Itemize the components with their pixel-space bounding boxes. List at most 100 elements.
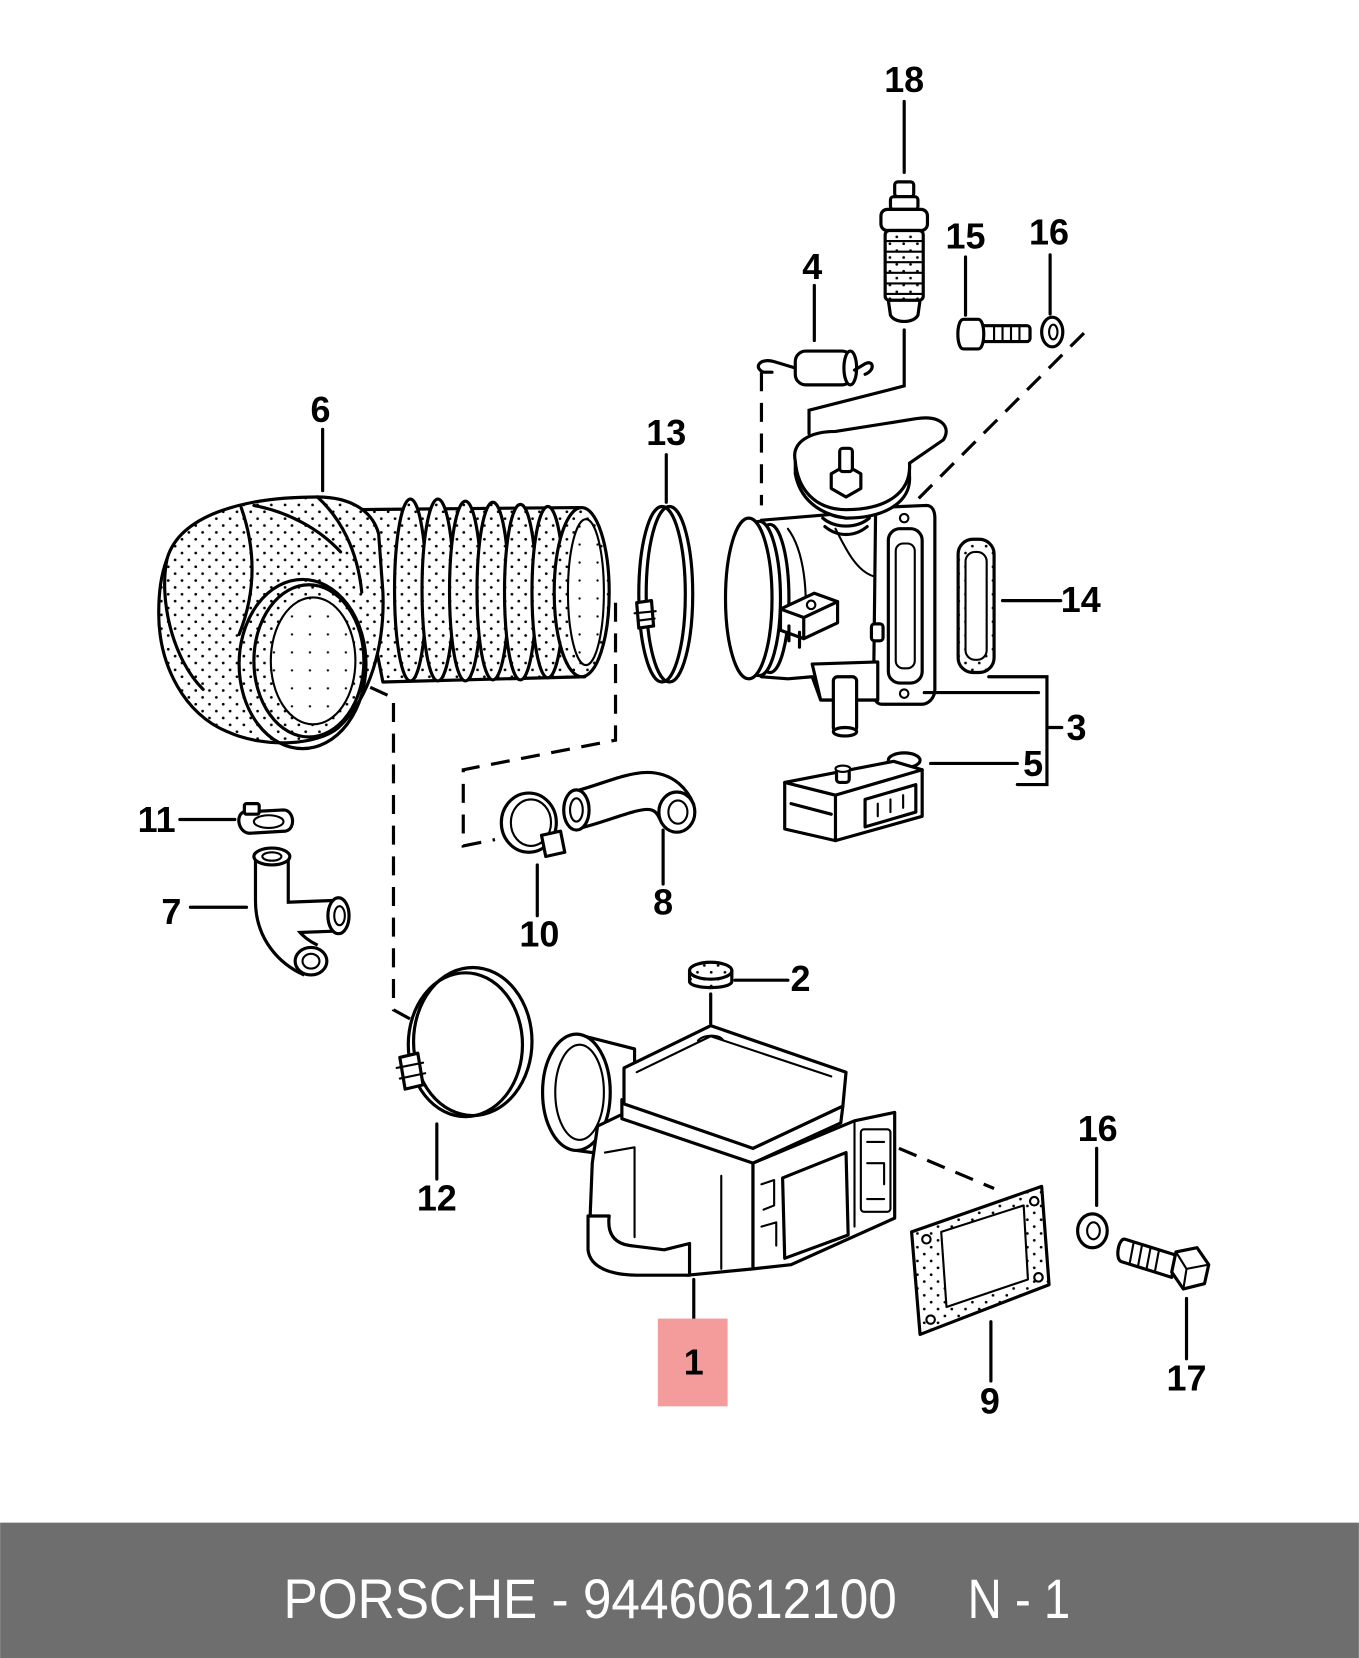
part-2-top: [687, 960, 734, 981]
part-2-drawing: [687, 960, 734, 990]
part-17-shaft: [1116, 1237, 1178, 1279]
part-10-screw-housing: [539, 829, 567, 859]
connector-18-to-3: [807, 328, 906, 436]
footer-bar: PORSCHE - 94460612100 N - 1: [0, 1522, 1359, 1658]
callout-4: 4: [802, 246, 822, 287]
part-3-drawing: [723, 416, 948, 738]
part-3-bottom-pipe-end: [831, 725, 859, 738]
part-8-end-left-hole: [569, 797, 584, 823]
part-5-edges: [783, 768, 924, 843]
leader-lines: [178, 99, 1189, 1383]
part-12-screw-housing: [398, 1051, 425, 1091]
part-1-lid: [622, 1024, 848, 1150]
part-8-end-right-hole: [667, 799, 689, 825]
connector-15-16-to-3: [910, 331, 1086, 507]
callout-17: 17: [1167, 1357, 1207, 1398]
part-11-hole: [252, 814, 285, 829]
part-13-band-outer: [644, 504, 695, 684]
part-18-hex: [879, 207, 930, 233]
part-10-band-outer: [499, 791, 558, 854]
part-3-bolt-hole: [898, 512, 910, 524]
callout-7: 7: [161, 891, 181, 932]
part-12-drawing: [395, 965, 534, 1119]
callout-15: 15: [946, 215, 986, 256]
part-13-drawing: [633, 504, 695, 684]
part-1-body-detail: [603, 1146, 723, 1270]
part-3-bolt-hole: [898, 688, 910, 699]
part-6-opening-band: [237, 577, 368, 751]
footer-part-number: PORSCHE - 94460612100: [284, 1567, 897, 1630]
part-1-flange-box: [859, 1128, 892, 1213]
part-6-elbow-detail: [163, 495, 364, 692]
callout-3: 3: [1067, 707, 1087, 748]
part-18-drawing: [879, 180, 930, 324]
part-12-screw-detail: [395, 1061, 427, 1080]
part-5-connector-slots: [876, 794, 905, 818]
connector-6-to-12: [369, 685, 416, 1023]
part-18-thread-lines: [884, 240, 925, 296]
highlight-box: [657, 1318, 728, 1407]
callout-labels: 18 15 16 4 6 13 14 3 5 11 7 10 8 2 12 16…: [138, 59, 1207, 1422]
part-3-connector-screw: [805, 599, 817, 611]
connector-lines: [369, 328, 1086, 1190]
part-1-handle: [586, 1214, 692, 1277]
callout-13: 13: [646, 412, 686, 453]
part-17-drawing: [1116, 1237, 1211, 1291]
part-6-opening: [269, 596, 357, 726]
part-11-screw: [242, 802, 261, 816]
callout-1-highlighted: 1: [684, 1342, 704, 1383]
part-10-drawing: [499, 791, 567, 859]
part-10-band-inner: [509, 798, 553, 847]
footer-background: [0, 1522, 1359, 1658]
part-12-band-outer: [411, 965, 534, 1118]
part-14-gasket-opening: [964, 550, 988, 661]
callout-12: 12: [417, 1178, 457, 1219]
part-18-tip: [893, 180, 916, 199]
footer-position: N - 1: [968, 1567, 1071, 1630]
part-9-drawing: [910, 1184, 1051, 1337]
callout-10: 10: [519, 913, 559, 954]
callout-16-top: 16: [1029, 211, 1069, 252]
part-4-right-hook: [852, 361, 874, 376]
part-7-end-right-hole: [333, 905, 346, 927]
part-15-shaft: [977, 324, 1032, 344]
part-3-bottom-pipe: [831, 675, 859, 734]
part-18-end: [886, 298, 922, 324]
part-15-thread-lines: [993, 324, 1021, 343]
part-5-bolt-head: [834, 764, 852, 773]
part-13-screw-housing: [635, 599, 656, 630]
part-17-thread-lines: [1128, 1241, 1161, 1274]
connector-1-to-9: [898, 1146, 995, 1190]
part-9-hole: [1033, 1272, 1044, 1283]
part-4-left-hook: [756, 359, 797, 374]
part-6-drawing: [157, 495, 611, 751]
callout-2: 2: [791, 958, 811, 999]
part-4-drawing: [756, 349, 874, 387]
part-3-bolt: [838, 446, 854, 474]
part-13-screw-detail: [633, 610, 657, 622]
part-16-top-drawing: [1040, 315, 1065, 349]
part-11-drawing: [237, 802, 295, 835]
part-16-bottom-hole: [1086, 1221, 1101, 1241]
callout-9: 9: [980, 1381, 1000, 1422]
part-8-drawing: [562, 770, 697, 834]
part-13-band-inner: [637, 504, 687, 684]
part-15-drawing: [956, 317, 1032, 351]
part-3-flange-opening: [886, 527, 924, 685]
part-9-gasket-opening: [940, 1204, 1029, 1309]
part-16-bottom-drawing: [1076, 1212, 1109, 1250]
part-4-coil-end: [842, 349, 859, 387]
connector-6-to-10: [461, 602, 618, 848]
callout-8: 8: [653, 882, 673, 923]
callout-14: 14: [1061, 579, 1101, 620]
part-3-connector-pins: [778, 600, 840, 649]
callout-5: 5: [1023, 743, 1043, 784]
part-7-end-top-hole: [261, 851, 283, 862]
part-9-hole: [1028, 1195, 1040, 1207]
part-1-lid-detail: [635, 1034, 833, 1078]
part-1-drawing: [540, 1024, 897, 1277]
part-14-drawing: [956, 537, 996, 675]
part-6-end-opening: [566, 518, 605, 667]
callout-11: 11: [138, 799, 176, 840]
